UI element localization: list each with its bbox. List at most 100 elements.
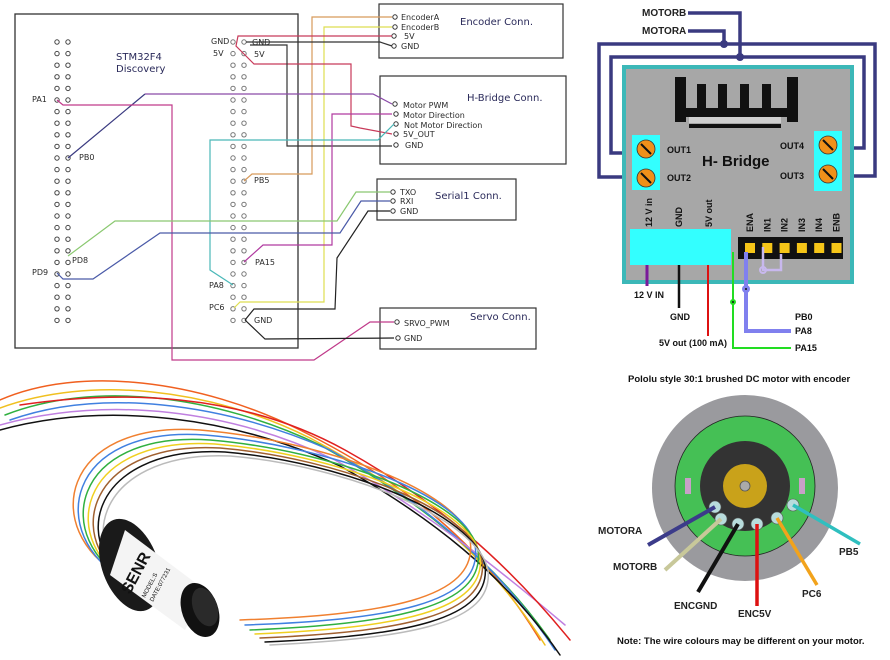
- header-pin: [241, 143, 247, 150]
- header-pin: [230, 39, 236, 45]
- header-pin: [230, 74, 236, 80]
- wire-not-motor-direction: [209, 123, 395, 286]
- motor-wire-label-motora: MOTORA: [598, 526, 642, 537]
- pin-label-pa8: PA8: [209, 281, 224, 290]
- header-pin: [54, 132, 60, 138]
- header-pin: [65, 282, 71, 289]
- motor-wire-pc6: [775, 517, 819, 586]
- wire-encoder-5v: [235, 35, 392, 55]
- header-pin: [65, 85, 71, 92]
- header-pin: [65, 74, 71, 80]
- header-pin: [241, 120, 247, 126]
- header-pin: [54, 178, 60, 184]
- header-pin: [65, 143, 71, 150]
- header-pin: [241, 132, 247, 138]
- header-pin: [230, 143, 236, 150]
- header-pin: [65, 97, 71, 103]
- header-pin: [65, 317, 71, 324]
- stm32-wiring-schematic: STM32F4 Discovery PA1 PB0 PD8 PD9 GND GN…: [14, 3, 567, 361]
- header-pin: [241, 190, 247, 196]
- board-outline: [14, 13, 299, 349]
- heatsink-icon: [675, 77, 798, 128]
- header-pin: [241, 306, 247, 312]
- header-pin: [230, 190, 236, 196]
- serial1-connector: Serial1 Conn. TXO RXI GND: [376, 178, 517, 221]
- wire-encoder-gnd: [246, 41, 393, 47]
- encoder-pin-a: EncoderA: [401, 13, 440, 22]
- out2-label: OUT2: [667, 173, 691, 183]
- header-pin: [65, 132, 71, 138]
- header-pin: [54, 190, 60, 196]
- header-pin: [65, 271, 71, 277]
- header-pin: [54, 85, 60, 92]
- header-pin: [54, 282, 60, 289]
- header-pin: [230, 294, 236, 300]
- wire-motor-pwm: [145, 93, 393, 105]
- board-title-line2: Discovery: [116, 64, 165, 75]
- servo-pin-pwm: SRVO_PWM: [404, 319, 450, 328]
- encoder-pin-gnd: GND: [401, 42, 419, 51]
- wire-encoder-b: [233, 26, 392, 309]
- header-pins: [745, 243, 842, 253]
- right-pin-header: [230, 39, 247, 324]
- serial1-pin-rxi: RXI: [400, 197, 413, 206]
- hbridge-diagram: MOTORB MOTORA H- Bridge OUT1 OUT2 OUT4 O…: [597, 8, 877, 353]
- header-pin-in4: [814, 243, 825, 253]
- header-pin: [230, 224, 236, 231]
- wire-label-gnd: GND: [670, 312, 691, 322]
- motor-wire-label-pb5: PB5: [839, 547, 859, 558]
- serial1-pin-gnd: GND: [400, 207, 418, 216]
- header-pin: [54, 213, 60, 219]
- header-pin: [230, 108, 236, 115]
- header-pin: [230, 62, 236, 68]
- header-pin: [65, 50, 71, 57]
- header-pin: [65, 120, 71, 126]
- pin-label-5v-left: 5V: [213, 49, 224, 58]
- header-pin: [241, 213, 247, 219]
- out1-label: OUT1: [667, 145, 691, 155]
- header-label-in3: IN3: [797, 218, 807, 232]
- wire-txo: [67, 191, 390, 257]
- header-pin: [230, 85, 236, 92]
- header-pin-ena: [745, 243, 755, 253]
- header-pin-in1: [762, 243, 773, 253]
- header-label-in2: IN2: [780, 218, 790, 232]
- motor-wire-encgnd: [696, 522, 740, 594]
- pin-label-gnd-bottom: GND: [254, 316, 272, 325]
- header-pin: [54, 166, 60, 173]
- header-pin: [230, 271, 236, 277]
- hbridge-connector-title: H-Bridge Conn.: [467, 93, 543, 104]
- hbridge-pin-motor-pwm: Motor PWM: [403, 101, 448, 110]
- header-pin: [65, 224, 71, 231]
- wire-pa1-servo: [56, 99, 394, 361]
- header-pin: [230, 317, 236, 324]
- header-pin: [241, 224, 247, 231]
- servo-pin-gnd: GND: [404, 334, 422, 343]
- header-label-ena: ENA: [745, 212, 755, 232]
- header-pin: [241, 39, 247, 45]
- signal-label-pb0: PB0: [795, 312, 813, 322]
- motor-title: Pololu style 30:1 brushed DC motor with …: [628, 374, 851, 385]
- header-pin: [230, 248, 236, 254]
- hbridge-pin-gnd: GND: [405, 141, 423, 150]
- header-pin: [54, 108, 60, 115]
- header-pin: [65, 190, 71, 196]
- header-pin: [54, 62, 60, 68]
- header-pin: [241, 155, 247, 161]
- terminal-label-gnd: GND: [674, 207, 684, 228]
- wire-gnd-hbridge: [250, 44, 392, 147]
- header-pin: [230, 97, 236, 103]
- header-label-in4: IN4: [814, 218, 824, 232]
- serial1-connector-title: Serial1 Conn.: [435, 191, 502, 202]
- header-pin: [54, 236, 60, 242]
- signal-label-pa8: PA8: [795, 326, 812, 336]
- wire-servo-gnd: [244, 319, 395, 340]
- board-title-line1: STM32F4: [116, 52, 162, 63]
- header-pin: [241, 74, 247, 80]
- pin-label-pc6: PC6: [209, 303, 225, 312]
- motora-wire-out3: [724, 42, 877, 178]
- wire-label-5v: 5V out (100 mA): [659, 338, 727, 348]
- motor-wire-label-enc5v: ENC5V: [738, 609, 772, 620]
- header-pin: [54, 143, 60, 150]
- header-label-enb: ENB: [832, 212, 842, 232]
